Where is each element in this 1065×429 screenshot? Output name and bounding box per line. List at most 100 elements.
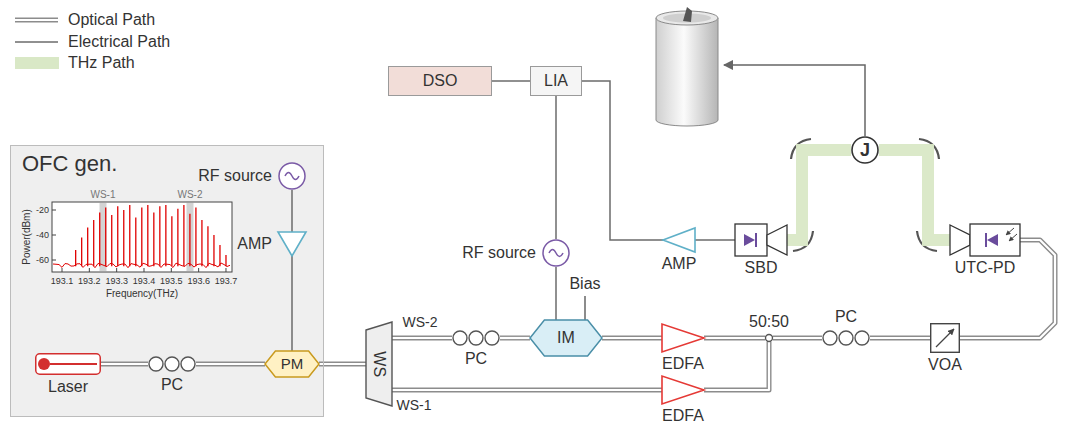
fiber-loop <box>485 331 499 345</box>
comb-line <box>219 245 220 266</box>
port-label: WS-1 <box>397 397 432 413</box>
fiber-loop <box>181 357 195 371</box>
comb-line <box>129 205 130 266</box>
legend-label: Electrical Path <box>68 33 170 51</box>
axis-tick-label: 193.4 <box>133 276 156 286</box>
attenuator: VOA <box>930 323 960 353</box>
legend-label: THz Path <box>68 54 135 72</box>
comb-line <box>159 206 160 266</box>
horn-antenna <box>950 225 970 255</box>
axis-tick <box>52 235 56 236</box>
horn-antenna <box>767 225 787 255</box>
fiber-core <box>870 337 930 339</box>
optical-fiber <box>392 390 662 391</box>
rf-source-shape <box>278 162 306 190</box>
optical-fiber <box>704 338 765 339</box>
rf-amplifier-label: AMP <box>237 235 272 253</box>
optical-fiber <box>196 364 265 365</box>
comb-line <box>183 205 184 266</box>
fiber-core <box>392 337 452 339</box>
comb-line <box>123 210 124 266</box>
optical-fiber <box>870 338 930 339</box>
edfa-amplifier-shape <box>662 376 704 404</box>
diode-symbol <box>744 234 755 246</box>
axis-tick <box>143 268 144 272</box>
wave-shaper-label: WS <box>370 351 388 377</box>
comb-line <box>201 220 202 266</box>
photodiode-emitter: UTC-PD <box>950 224 1020 256</box>
axis-tick <box>116 268 117 272</box>
edfa-amplifier: EDFA <box>662 376 704 404</box>
attenuator-box <box>931 324 960 353</box>
light-arrow <box>1009 234 1017 241</box>
edfa-amplifier-label: EDFA <box>662 407 704 425</box>
axis-tick-label: 193.1 <box>51 276 74 286</box>
oscilloscope-box-label: DSO <box>423 72 458 90</box>
fiber-core <box>602 337 662 339</box>
wire-line <box>695 239 735 241</box>
comb-line <box>117 206 118 266</box>
edfa-amplifier-shape <box>662 324 704 352</box>
laser-source-label: Laser <box>48 378 88 396</box>
legend-optical-sample <box>15 19 58 21</box>
amplifier-triangle <box>662 376 704 404</box>
attenuator-shape <box>930 323 960 353</box>
fiber-cladding <box>870 336 930 341</box>
polarization-controller-label: PC <box>161 376 183 394</box>
optical-fiber <box>704 342 769 390</box>
fiber-loop <box>165 357 179 371</box>
polarization-controller-shape <box>822 329 870 347</box>
comb-line <box>177 209 178 267</box>
shaper-body <box>366 322 392 406</box>
comb-line <box>75 250 76 266</box>
fiber-core <box>319 363 366 365</box>
axis-title: Frequency(THz) <box>106 288 178 300</box>
axis-tick <box>89 268 90 272</box>
fiber-cladding <box>704 342 769 390</box>
polarization-controller: PC <box>822 329 870 347</box>
laser-fiber <box>50 363 97 365</box>
axis-tick-label: 193.7 <box>215 276 238 286</box>
fiber-coupler-shape <box>765 334 773 342</box>
sample-junction-label: J <box>860 140 870 161</box>
axis-tick-label: 193.6 <box>187 276 210 286</box>
fiber-loop <box>855 331 869 345</box>
legend-label: Optical Path <box>68 11 155 29</box>
modulator-hexagon <box>265 351 319 377</box>
comb-line <box>135 218 136 267</box>
rf-amplifier-label: AMP <box>662 255 697 273</box>
comb-line <box>153 213 154 267</box>
fiber-loop <box>453 331 467 345</box>
lock-in-box: LIA <box>530 66 582 96</box>
detector-diode-label: SBD <box>745 259 778 277</box>
axis-tick <box>171 268 172 272</box>
detector-diode-shape <box>735 224 787 256</box>
comb-line <box>225 255 226 266</box>
band-label: WS-1 <box>91 189 116 201</box>
axis-title: Power(dBm) <box>21 209 33 265</box>
comb-line <box>213 235 214 266</box>
diode-housing <box>970 224 1020 256</box>
sine-wave <box>285 173 299 180</box>
fiber-core <box>196 363 265 365</box>
laser-body <box>36 354 101 375</box>
electrical-wire <box>556 96 557 239</box>
axis-tick-label: 193.2 <box>78 276 101 286</box>
oscilloscope-box: DSO <box>388 66 492 96</box>
amplifier-triangle <box>663 228 695 252</box>
comb-line <box>147 205 148 266</box>
thz-beam <box>787 150 851 240</box>
electrical-wire <box>582 81 663 240</box>
electrical-wire <box>292 190 293 232</box>
comb-line <box>81 238 82 267</box>
source-ring <box>543 240 569 266</box>
electrical-wire <box>292 256 293 351</box>
rf-source: RF source <box>542 239 570 267</box>
sine-wave <box>549 250 563 257</box>
fiber-cladding <box>196 362 265 367</box>
fiber-core <box>500 337 530 339</box>
wire-line <box>492 80 530 82</box>
panel-ground <box>10 145 324 417</box>
laser-source-shape <box>35 353 101 375</box>
